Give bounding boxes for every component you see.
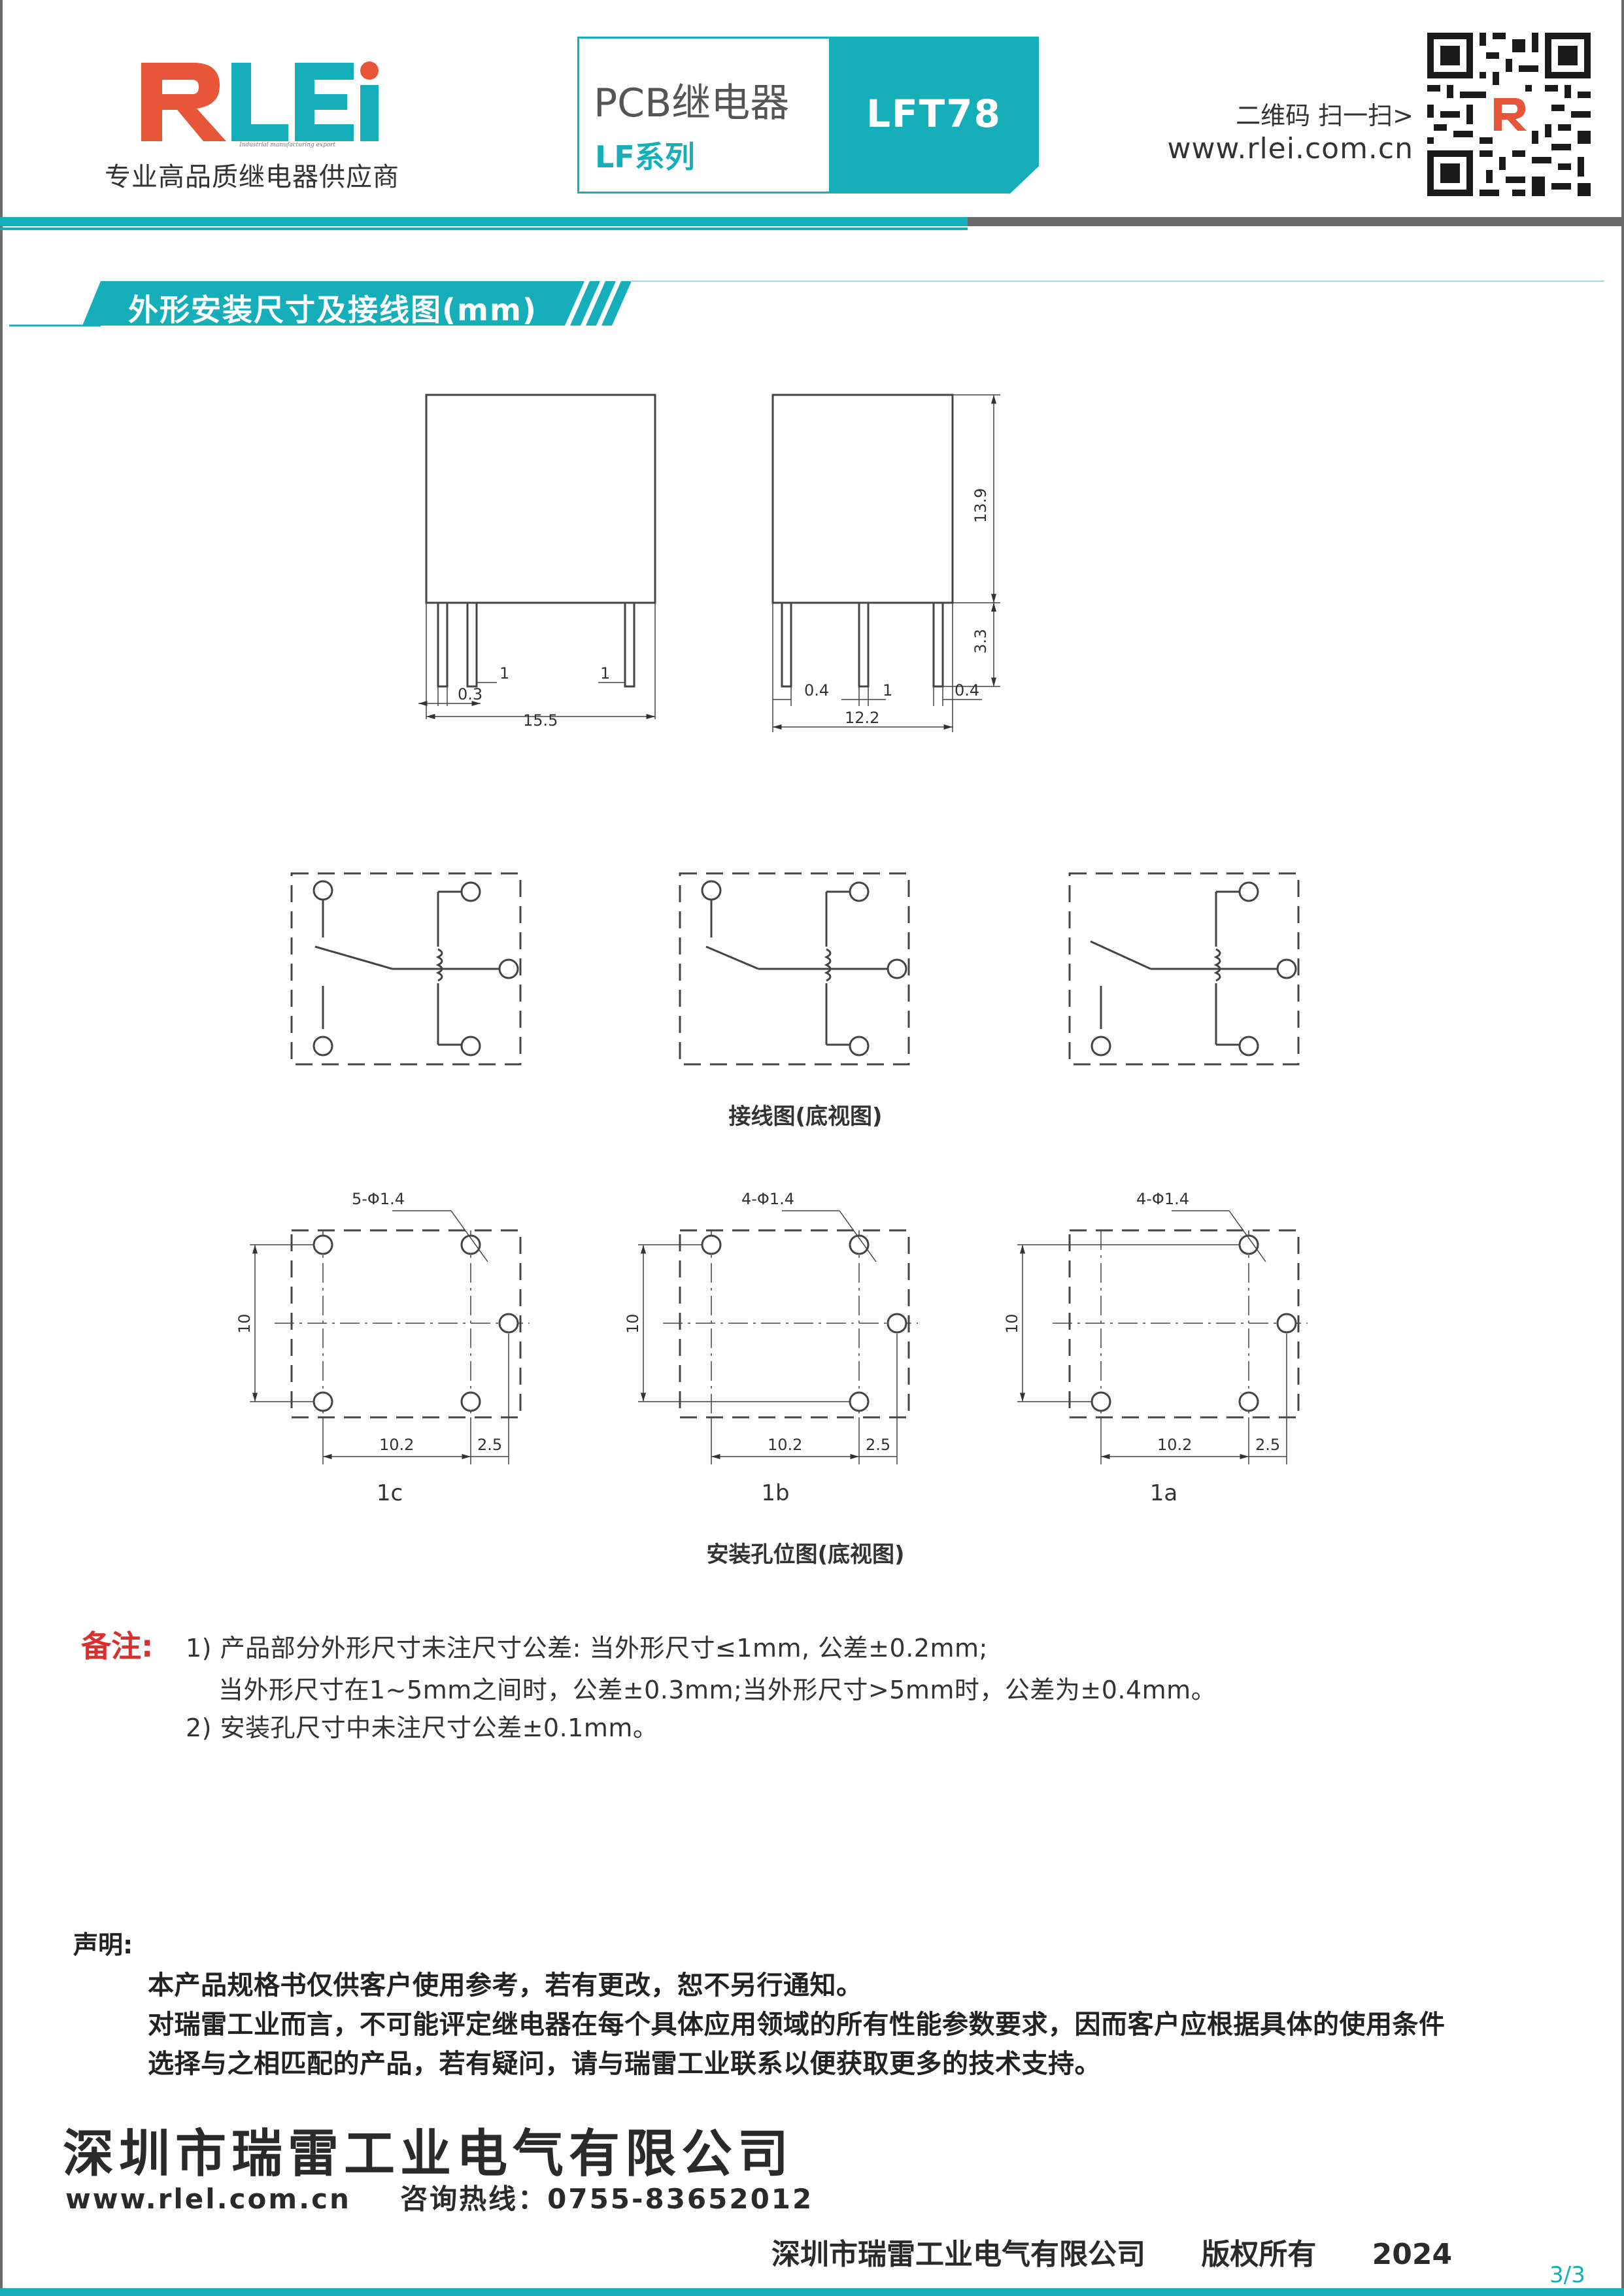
dim-width-1b: 10.2 [768,1436,802,1454]
wiring-diagrams [290,872,1300,1066]
dim-side-left: 0.4 [804,681,829,700]
footer-copyright: 深圳市瑞雷工业电气有限公司 版权所有 2024 [771,2231,1498,2272]
variant-label-1a: 1a [1149,1480,1178,1506]
dim-side-right: 0.4 [955,681,979,700]
footer-hotline: 咨询热线：0755-83652012 [400,2183,814,2215]
dim-front-length: 15.5 [523,711,558,730]
statement-heading: 声明: [73,1931,133,1959]
statement-line-1: 本产品规格书仅供客户使用参考，若有更改，恕不另行通知。 [148,1970,863,2001]
wiring-1a [1068,872,1300,1066]
dim-side-height: 13.9 [972,488,990,523]
mount-1c [250,1210,530,1464]
header-divider-teal [0,217,981,226]
variant-label-1c: 1c [376,1480,403,1506]
copyright-company: 深圳市瑞雷工业电气有限公司 [771,2238,1145,2271]
dim-side-pin: 3.3 [972,629,990,654]
product-box-left: PCB继电器 LF系列 [577,37,831,194]
wiring-1c [290,872,522,1066]
statement-line-2: 对瑞雷工业而言，不可能评定继电器在每个具体应用领域的所有性能参数要求，因而客户应… [148,2010,1446,2040]
product-model: LFT78 [866,92,1002,136]
wiring-1b [679,872,910,1066]
notes-heading: 备注: [81,1629,154,1664]
dim-offset-1c: 2.5 [477,1436,502,1454]
footer-company: 深圳市瑞雷工业电气有限公司 [63,2125,794,2184]
wiring-caption: 接线图(底视图) [728,1104,883,1130]
dim-side-mid: 1 [883,681,892,700]
header-website[interactable]: www.rlei.com.cn [1167,132,1413,165]
hole-spec-1c: 5-Φ1.4 [352,1190,405,1208]
product-box-right: LFT78 [829,37,1039,194]
dim-front-pin: 0.3 [458,685,482,703]
header-divider-gray [968,217,1624,226]
qr-code[interactable] [1427,33,1591,196]
product-name: PCB继电器 [594,80,790,126]
front-view [418,394,656,720]
hole-spec-1a: 4-Φ1.4 [1136,1190,1189,1208]
dim-side-width: 12.2 [845,709,879,727]
rlei-logo: Industrial manufacturing export [141,61,379,148]
variant-label-1b: 1b [761,1480,790,1506]
dim-offset-1a: 2.5 [1255,1436,1280,1454]
dim-width-1a: 10.2 [1157,1436,1192,1454]
qr-label: 二维码 扫一扫> [1236,101,1413,130]
dim-offset-1b: 2.5 [866,1436,890,1454]
dim-height-1a: 10 [1003,1313,1021,1334]
dim-height-1b: 10 [624,1313,642,1334]
note-line-1: 1) 产品部分外形尺寸未注尺寸公差: 当外形尺寸≤1mm, 公差±0.2mm; [186,1634,988,1663]
note-line-2: 当外形尺寸在1~5mm之间时，公差±0.3mm;当外形尺寸>5mm时，公差为±0… [218,1676,1217,1704]
dim-width-1c: 10.2 [379,1436,414,1454]
page-number: 3/3 [1549,2262,1585,2288]
side-view [771,394,1000,732]
mount-1b [638,1210,918,1464]
note-line-3: 2) 安装孔尺寸中未注尺寸公差±0.1mm。 [186,1714,658,1742]
logo-tagline: Industrial manufacturing export [239,142,336,148]
product-box: PCB继电器 LF系列 LFT78 [577,37,1039,194]
section-banner [9,280,1604,327]
logo-subtitle: 专业高品质继电器供应商 [105,162,399,192]
footer-bar [0,2288,1624,2296]
copyright-text: 版权所有 [1201,2238,1317,2271]
copyright-year: 2024 [1372,2238,1453,2271]
dim-front-pitch-a: 1 [499,664,509,683]
product-series: LF系列 [595,139,695,175]
statement-line-3: 选择与之相匹配的产品，若有疑问，请与瑞雷工业联系以便获取更多的技术支持。 [148,2049,1101,2079]
corner-notch [1009,165,1039,194]
section-title: 外形安装尺寸及接线图(mm) [128,292,537,328]
dim-height-1c: 10 [235,1313,254,1334]
mount-diagrams [250,1210,1308,1464]
footer-website[interactable]: www.rlel.com.cn [65,2183,351,2215]
technical-drawing: 0.3 1 1 15.5 0.4 1 0.4 12.2 13.9 3.3 [235,394,1308,1464]
dim-front-pitch-b: 1 [600,664,610,683]
mount-caption: 安装孔位图(底视图) [706,1542,905,1568]
footer-contact: www.rlel.com.cn 咨询热线：0755-83652012 [65,2177,813,2217]
mount-1a [1017,1210,1308,1464]
header-divider-thin [0,228,968,230]
hole-spec-1b: 4-Φ1.4 [741,1190,794,1208]
